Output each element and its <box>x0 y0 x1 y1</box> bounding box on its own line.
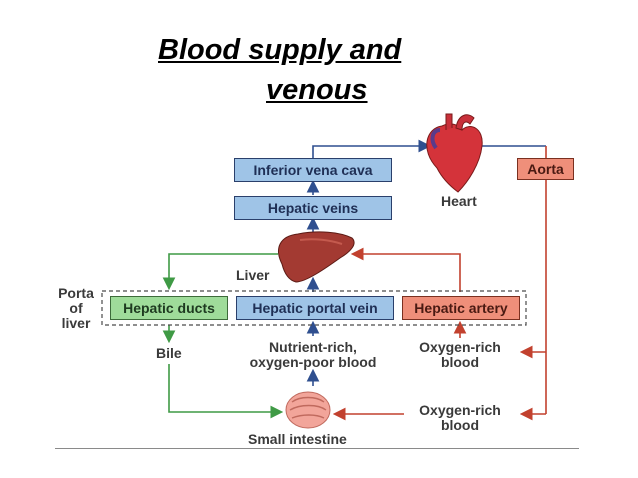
small-intestine-icon <box>285 391 331 429</box>
label-bile: Bile <box>156 345 182 361</box>
label-nutrient-rich: Nutrient-rich, oxygen-poor blood <box>249 339 377 370</box>
arrow-ivc-to-heart <box>312 139 432 158</box>
arrow-liver-to-ducts <box>162 253 278 291</box>
box-hepatic-veins: Hepatic veins <box>234 196 392 220</box>
porta-bracket <box>101 290 527 326</box>
box-hepatic-ducts: Hepatic ducts <box>110 296 228 320</box>
label-heart: Heart <box>441 193 477 209</box>
box-hepatic-portal-vein: Hepatic portal vein <box>236 296 394 320</box>
heart-icon <box>426 113 483 193</box>
arrow-bile-to-intestine <box>168 364 284 419</box>
page-title: Blood supply and <box>158 34 402 66</box>
label-small-intestine: Small intestine <box>248 431 347 447</box>
page-title-line-2: venous <box>266 74 368 106</box>
label-liver: Liver <box>236 267 270 283</box>
liver-icon <box>278 231 355 283</box>
label-oxygen-rich-2: Oxygen-rich blood <box>419 402 501 433</box>
box-aorta: Aorta <box>517 158 574 180</box>
arrow-artery-to-liver <box>350 247 461 292</box>
box-inferior-vena-cava: Inferior vena cava <box>234 158 392 182</box>
box-hepatic-artery: Hepatic artery <box>402 296 520 320</box>
label-oxygen-rich-1: Oxygen-rich blood <box>419 339 501 370</box>
label-porta-of-liver: Porta of liver <box>58 285 94 331</box>
